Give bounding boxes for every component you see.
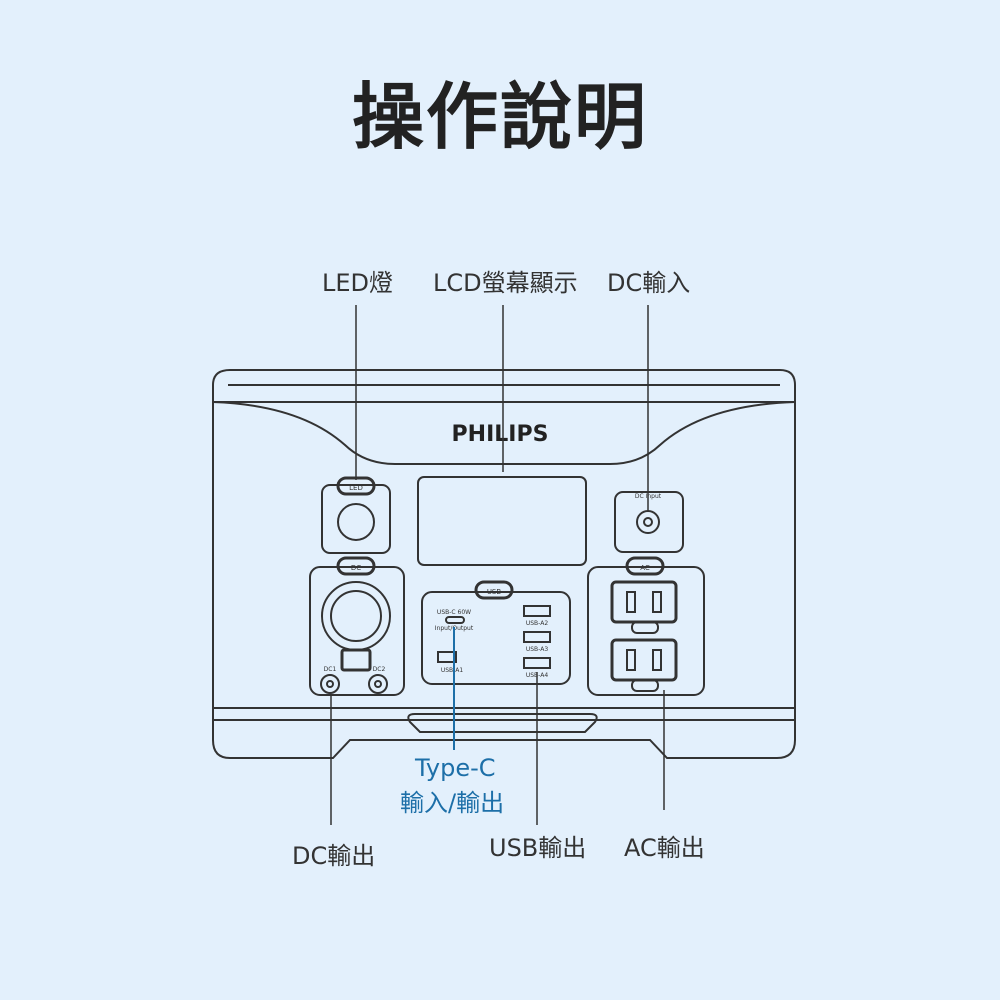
- car-socket: [321, 581, 391, 651]
- label-ac-output: AC輸出: [624, 834, 705, 862]
- usb-a1-port: [437, 651, 457, 663]
- ac-socket-1: [610, 580, 678, 624]
- led-panel: [321, 484, 391, 554]
- label-lcd: LCD螢幕顯示: [433, 269, 578, 297]
- lcd-screen: [417, 476, 587, 566]
- usb-a2-label: USB-A2: [526, 620, 548, 627]
- handle-slot: [407, 713, 598, 733]
- usb-button: [474, 580, 514, 600]
- dc-output-panel: [309, 566, 405, 696]
- usb-a4-port: [523, 657, 551, 669]
- dc-input-panel: [614, 491, 684, 553]
- label-usb-output: USB輸出: [489, 834, 587, 862]
- brand-logo: PHILIPS: [452, 422, 549, 447]
- dc1-port: [320, 674, 340, 694]
- ac-button: [625, 556, 665, 576]
- device-body: [212, 369, 796, 759]
- dc1-label: DC1: [324, 666, 337, 673]
- ac-button-label: AC: [640, 564, 650, 572]
- label-type-c-io: 輸入/輸出: [400, 789, 505, 817]
- led-lamp: [337, 503, 375, 541]
- usb-a2-port: [523, 605, 551, 617]
- dc-button: [336, 556, 376, 576]
- usb-a3-port: [523, 631, 551, 643]
- usb-panel: [421, 591, 571, 685]
- ac-socket-2: [610, 638, 678, 682]
- label-dc-input: DC輸入: [607, 269, 691, 297]
- usbc-label-1: USB-C 60W: [437, 609, 471, 616]
- dc2-port: [368, 674, 388, 694]
- label-led: LED燈: [322, 269, 394, 297]
- dc-input-jack: [636, 510, 660, 534]
- label-type-c: Type-C: [415, 754, 496, 782]
- dc2-label: DC2: [373, 666, 386, 673]
- led-button-label: LED: [349, 484, 363, 492]
- usb-c-port: [445, 616, 465, 624]
- ac-panel: [587, 566, 705, 696]
- usb-a1-label: USB-A1: [441, 667, 463, 674]
- label-dc-output: DC輸出: [292, 842, 376, 870]
- usb-button-label: USB: [487, 588, 502, 596]
- dc-button-label: DC: [351, 564, 361, 572]
- page-title: 操作說明: [351, 75, 648, 159]
- usb-a3-label: USB-A3: [526, 646, 548, 653]
